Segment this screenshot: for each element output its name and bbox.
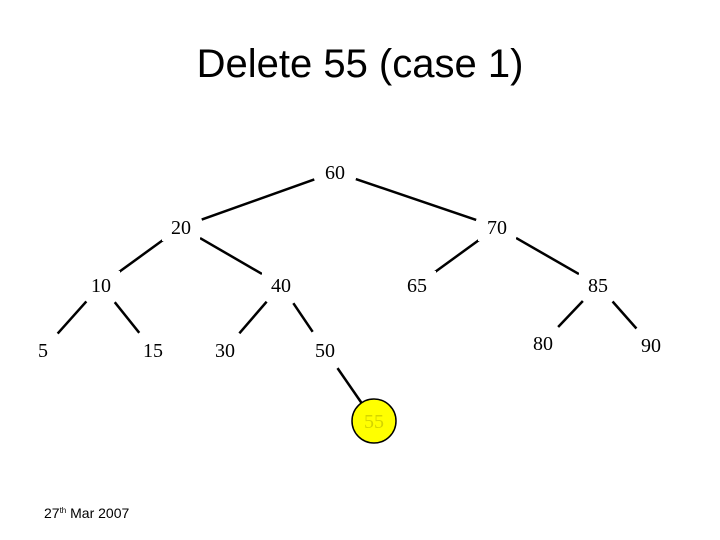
edge-60-20 — [201, 178, 315, 221]
node-label-20: 20 — [171, 217, 191, 239]
node-circle-55 — [351, 398, 397, 444]
tree-nodes: 60 20 70 10 40 65 85 5 15 30 50 80 90 55 — [24, 158, 670, 444]
node-label-90: 90 — [641, 335, 661, 357]
node-label-85: 85 — [588, 275, 608, 297]
edge-70-85 — [515, 236, 580, 276]
node-65: 65 — [398, 271, 436, 299]
node-label-70: 70 — [487, 217, 507, 239]
node-10: 10 — [82, 271, 120, 299]
node-label-10: 10 — [91, 275, 111, 297]
edge-70-65 — [434, 238, 480, 274]
node-label-50: 50 — [315, 340, 335, 362]
edge-85-80 — [557, 300, 584, 328]
footer-month-year: Mar 2007 — [66, 505, 130, 521]
node-bg-80 — [524, 329, 562, 357]
footer-day: 27 — [44, 505, 60, 521]
node-55: 55 — [351, 398, 397, 444]
node-40: 40 — [262, 271, 300, 299]
node-bg-10 — [82, 271, 120, 299]
node-20: 20 — [162, 213, 200, 241]
node-60: 60 — [316, 158, 354, 186]
footer-ordinal: th — [59, 506, 67, 515]
node-bg-15 — [134, 336, 172, 364]
node-label-80: 80 — [533, 333, 553, 355]
node-label-30: 30 — [215, 340, 235, 362]
node-85: 85 — [579, 271, 617, 299]
edge-40-30 — [238, 300, 268, 335]
node-90: 90 — [632, 331, 670, 359]
node-label-60: 60 — [325, 162, 345, 184]
node-70: 70 — [478, 213, 516, 241]
node-80: 80 — [524, 329, 562, 357]
edge-85-90 — [611, 300, 638, 330]
node-15: 15 — [134, 336, 172, 364]
node-label-15: 15 — [143, 340, 163, 362]
node-bg-50 — [306, 336, 344, 364]
node-bg-60 — [316, 158, 354, 186]
node-50: 50 — [306, 336, 344, 364]
node-30: 30 — [206, 336, 244, 364]
edge-10-5 — [56, 300, 88, 335]
footer-date: 27th Mar 2007 — [44, 505, 129, 521]
node-label-40: 40 — [271, 275, 291, 297]
node-label-55: 55 — [364, 411, 384, 433]
slide-title: Delete 55 (case 1) — [196, 42, 524, 86]
edge-50-55 — [336, 367, 363, 404]
node-label-5: 5 — [38, 340, 48, 362]
node-bg-65 — [398, 271, 436, 299]
node-bg-20 — [162, 213, 200, 241]
node-bg-70 — [478, 213, 516, 241]
node-bg-5 — [24, 336, 62, 364]
edge-20-40 — [199, 236, 263, 276]
node-bg-30 — [206, 336, 244, 364]
edge-20-10 — [118, 238, 164, 274]
node-label-65: 65 — [407, 275, 427, 297]
tree-edges — [56, 177, 638, 404]
node-5: 5 — [24, 336, 62, 364]
edge-10-15 — [113, 301, 141, 334]
edge-60-70 — [355, 177, 477, 222]
node-bg-90 — [632, 331, 670, 359]
node-bg-85 — [579, 271, 617, 299]
edge-40-50 — [292, 302, 314, 333]
node-bg-40 — [262, 271, 300, 299]
